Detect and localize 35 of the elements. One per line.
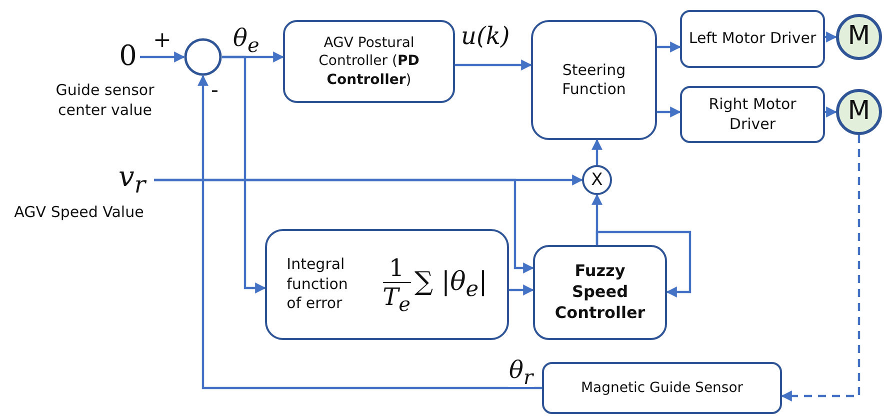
multiplier-circle: X (582, 165, 612, 195)
arrow (825, 32, 838, 42)
motor-circle: M (836, 89, 882, 135)
arrow (222, 56, 266, 294)
input-caption: AGV Speed Value (13, 202, 145, 222)
summing-junction (184, 38, 222, 76)
process-box: AGV Postural Controller (PD Controller) (283, 20, 455, 103)
process-box (265, 229, 509, 340)
arrow (140, 52, 186, 62)
input-caption: Guide sensor center value (54, 80, 156, 120)
edge-label: u(k) (460, 24, 511, 48)
arrow (825, 106, 838, 118)
process-box: Fuzzy Speed Controller (533, 245, 667, 340)
edge-label: θ$_{e}$ (232, 26, 260, 55)
input-symbol: 0 (116, 40, 140, 72)
arrow (596, 230, 692, 298)
process-box: Steering Function (531, 20, 657, 140)
edge-label: θ$_{r}$ (508, 358, 534, 387)
arrow (780, 135, 860, 402)
process-box: Left Motor Driver (680, 10, 825, 68)
arrow (592, 138, 602, 165)
arrow (154, 178, 534, 274)
process-box: Magnetic Guide Sensor (542, 362, 782, 414)
block-label: Integral function of error (286, 255, 349, 314)
numerator: 1 (388, 256, 404, 280)
arrow (657, 42, 682, 52)
arrow (198, 74, 542, 390)
denominator: T$_{e}$ (382, 284, 410, 314)
arrow (509, 284, 534, 296)
arrow (657, 106, 682, 118)
motor-circle: M (836, 14, 882, 60)
input-symbol: v$_{r}$ (110, 164, 154, 196)
arrow (455, 60, 532, 70)
process-box: Right Motor Driver (680, 86, 825, 143)
formula: ∑ |θ$_{e}$| (414, 268, 488, 300)
